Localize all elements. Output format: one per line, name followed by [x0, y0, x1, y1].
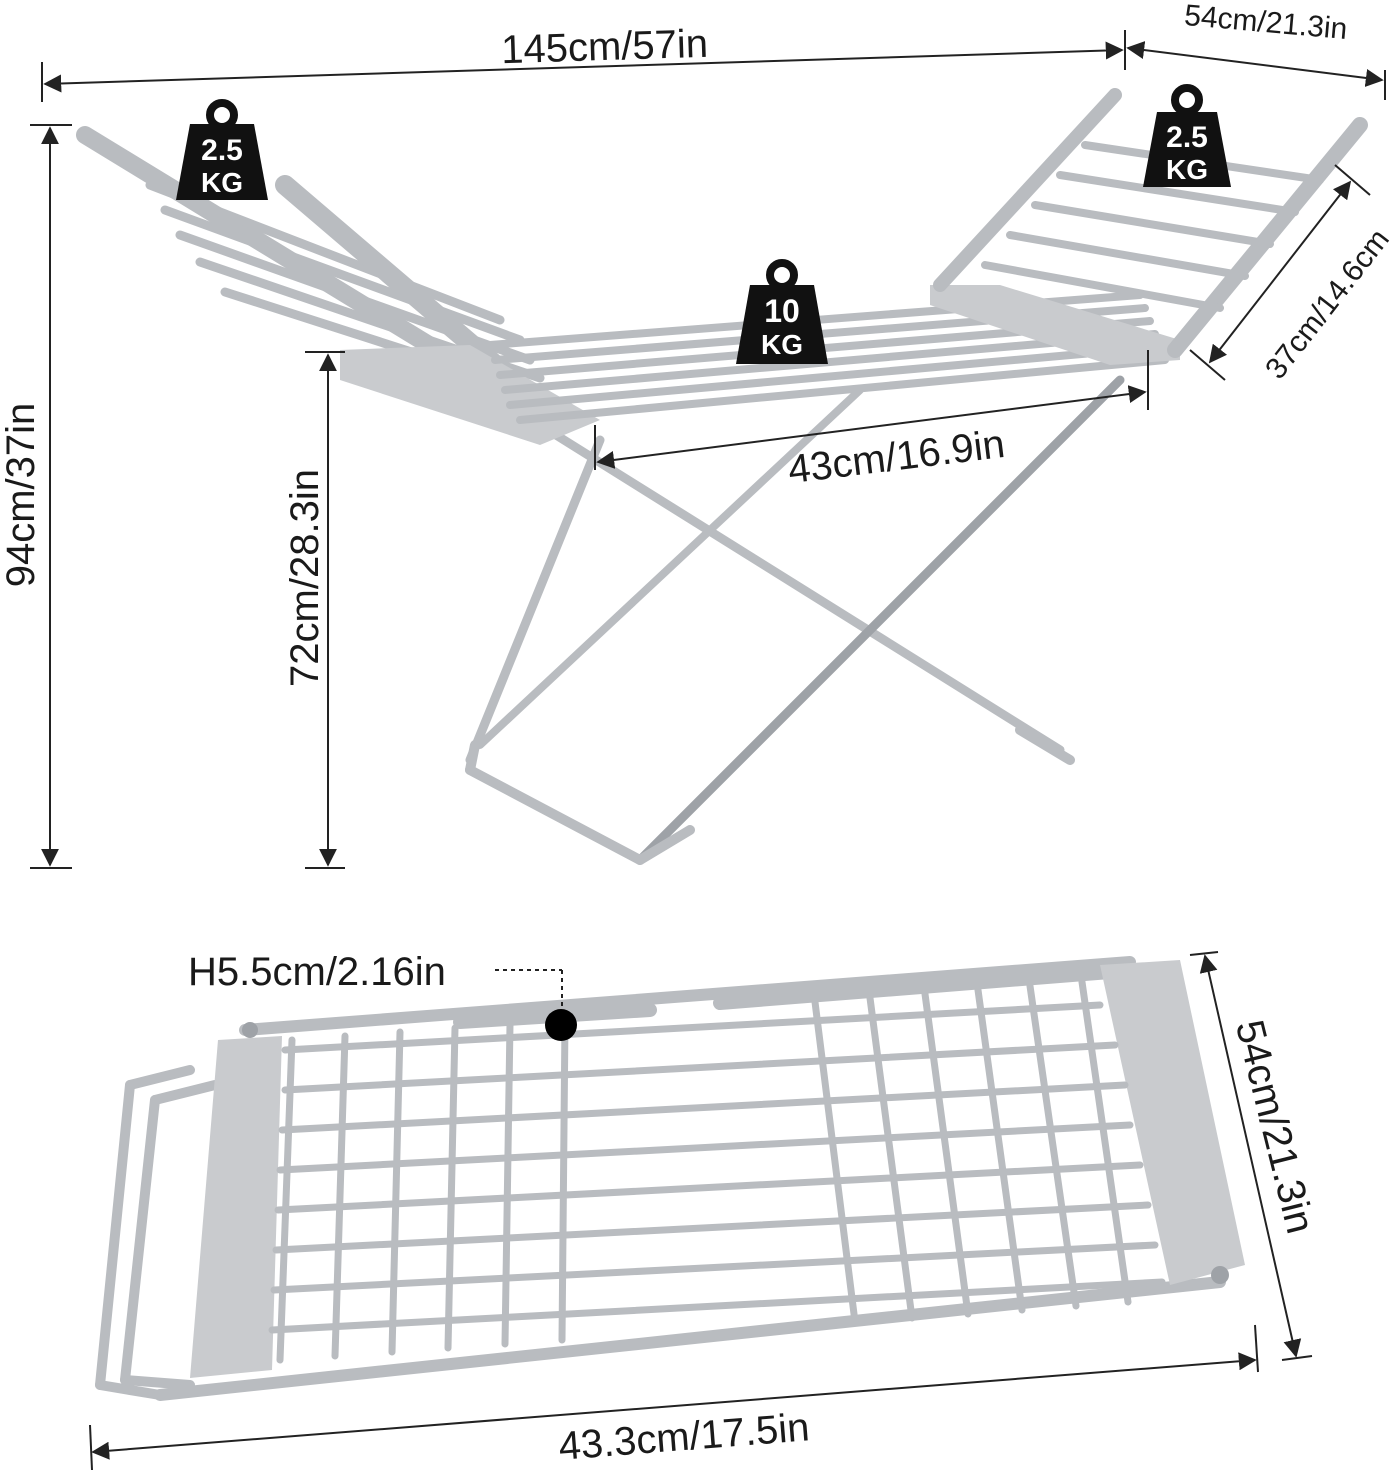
weight-right-value: 2.5 — [1166, 121, 1208, 154]
weight-left-value: 2.5 — [201, 134, 243, 167]
weight-icon-right: 2.5 KG — [1143, 84, 1231, 187]
unfolded-rack-illustration — [76, 88, 1368, 865]
rack-height-label: 72cm/28.3in — [283, 469, 327, 687]
weight-icon-left: 2.5 KG — [176, 99, 268, 200]
height-label: 94cm/37in — [0, 403, 43, 588]
folded-thickness-label: H5.5cm/2.16in — [188, 950, 446, 994]
weight-center-value: 10 — [764, 293, 800, 329]
folded-depth-label: 54cm/21.3in — [1227, 1016, 1322, 1238]
weight-icon-center: 10 KG — [736, 259, 828, 364]
weight-center-unit: KG — [761, 329, 803, 360]
wing-length-label: 37cm/14.6cm — [1259, 223, 1392, 385]
folded-length-label: 43.3cm/17.5in — [557, 1405, 811, 1469]
weight-right-unit: KG — [1166, 154, 1208, 185]
dimension-lines-top — [30, 30, 1386, 869]
folded-rack-illustration — [95, 956, 1245, 1401]
width-label: 145cm/57in — [501, 22, 709, 72]
weight-left-unit: KG — [201, 167, 243, 198]
thickness-marker-dot — [545, 1009, 577, 1041]
dimension-lines-bottom — [89, 951, 1313, 1471]
depth-label: 54cm/21.3in — [1183, 0, 1349, 46]
